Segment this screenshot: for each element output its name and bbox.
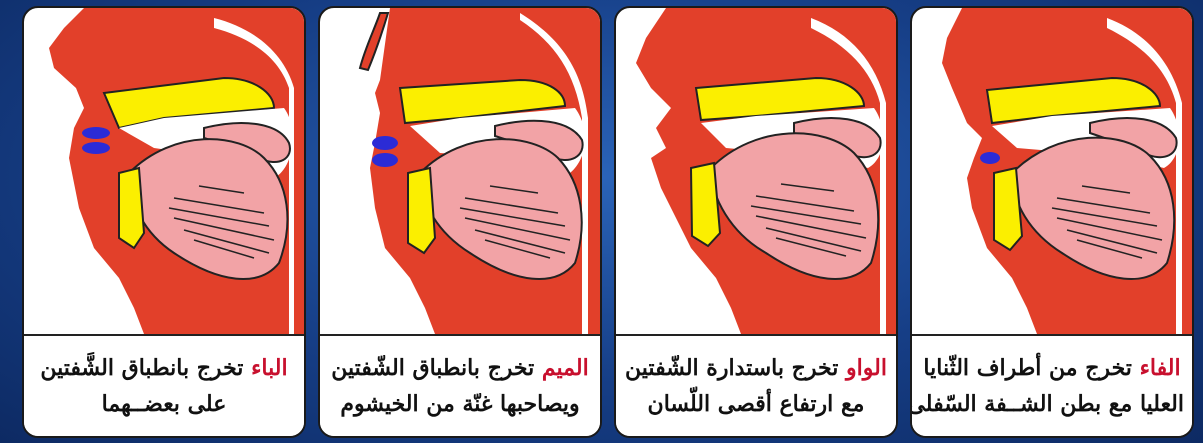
waw-letter: الواو (846, 355, 887, 381)
meem-mouth-diagram (320, 8, 602, 334)
waw-line1-rest: تخرج باستدارة الشّفتين (625, 355, 838, 381)
ba-caption: الباء تخرج بانطباق الشَّفتين على بعضــهم… (24, 334, 304, 436)
meem-lips-contact-lower (372, 153, 398, 167)
meem-caption-line2: ويصاحبها غنّة من الخيشوم (328, 389, 592, 419)
ba-caption-line1: الباء تخرج بانطباق الشَّفتين (32, 353, 296, 383)
waw-caption-line2: مع ارتفاع أقصى اللّسان (624, 389, 888, 419)
meem-caption-line1: الميم تخرج بانطباق الشّفتين (328, 353, 592, 383)
fa-contact-point (980, 152, 1000, 164)
ba-letter: الباء (251, 355, 288, 381)
fa-caption: الفاء تخرج من أطراف الثّنايا العليا مع ب… (912, 334, 1192, 436)
waw-caption: الواو تخرج باستدارة الشّفتين مع ارتفاع أ… (616, 334, 896, 436)
panel-meem: الميم تخرج بانطباق الشّفتين ويصاحبها غنّ… (318, 6, 602, 438)
ba-lips-contact-lower (82, 142, 110, 154)
fa-mouth-diagram (912, 8, 1194, 334)
waw-caption-line1: الواو تخرج باستدارة الشّفتين (624, 353, 888, 383)
meem-lips-contact-upper (372, 136, 398, 150)
meem-letter: الميم (542, 355, 589, 381)
fa-letter: الفاء (1140, 355, 1181, 381)
panel-fa: الفاء تخرج من أطراف الثّنايا العليا مع ب… (910, 6, 1194, 438)
ba-caption-line2: على بعضــهما (32, 389, 296, 419)
ba-line1-rest: تخرج بانطباق الشَّفتين (40, 355, 243, 381)
waw-mouth-diagram (616, 8, 898, 334)
ba-lips-contact-upper (82, 127, 110, 139)
meem-caption: الميم تخرج بانطباق الشّفتين ويصاحبها غنّ… (320, 334, 600, 436)
fa-line1-rest: تخرج من أطراف الثّنايا (923, 355, 1131, 381)
panel-waw: الواو تخرج باستدارة الشّفتين مع ارتفاع أ… (614, 6, 898, 438)
ba-mouth-diagram (24, 8, 306, 334)
fa-caption-line1: الفاء تخرج من أطراف الثّنايا (920, 353, 1184, 383)
panel-ba: الباء تخرج بانطباق الشَّفتين على بعضــهم… (22, 6, 306, 438)
fa-caption-line2: العليا مع بطن الشــفة السّفلى (920, 389, 1184, 419)
meem-line1-rest: تخرج بانطباق الشّفتين (331, 355, 534, 381)
